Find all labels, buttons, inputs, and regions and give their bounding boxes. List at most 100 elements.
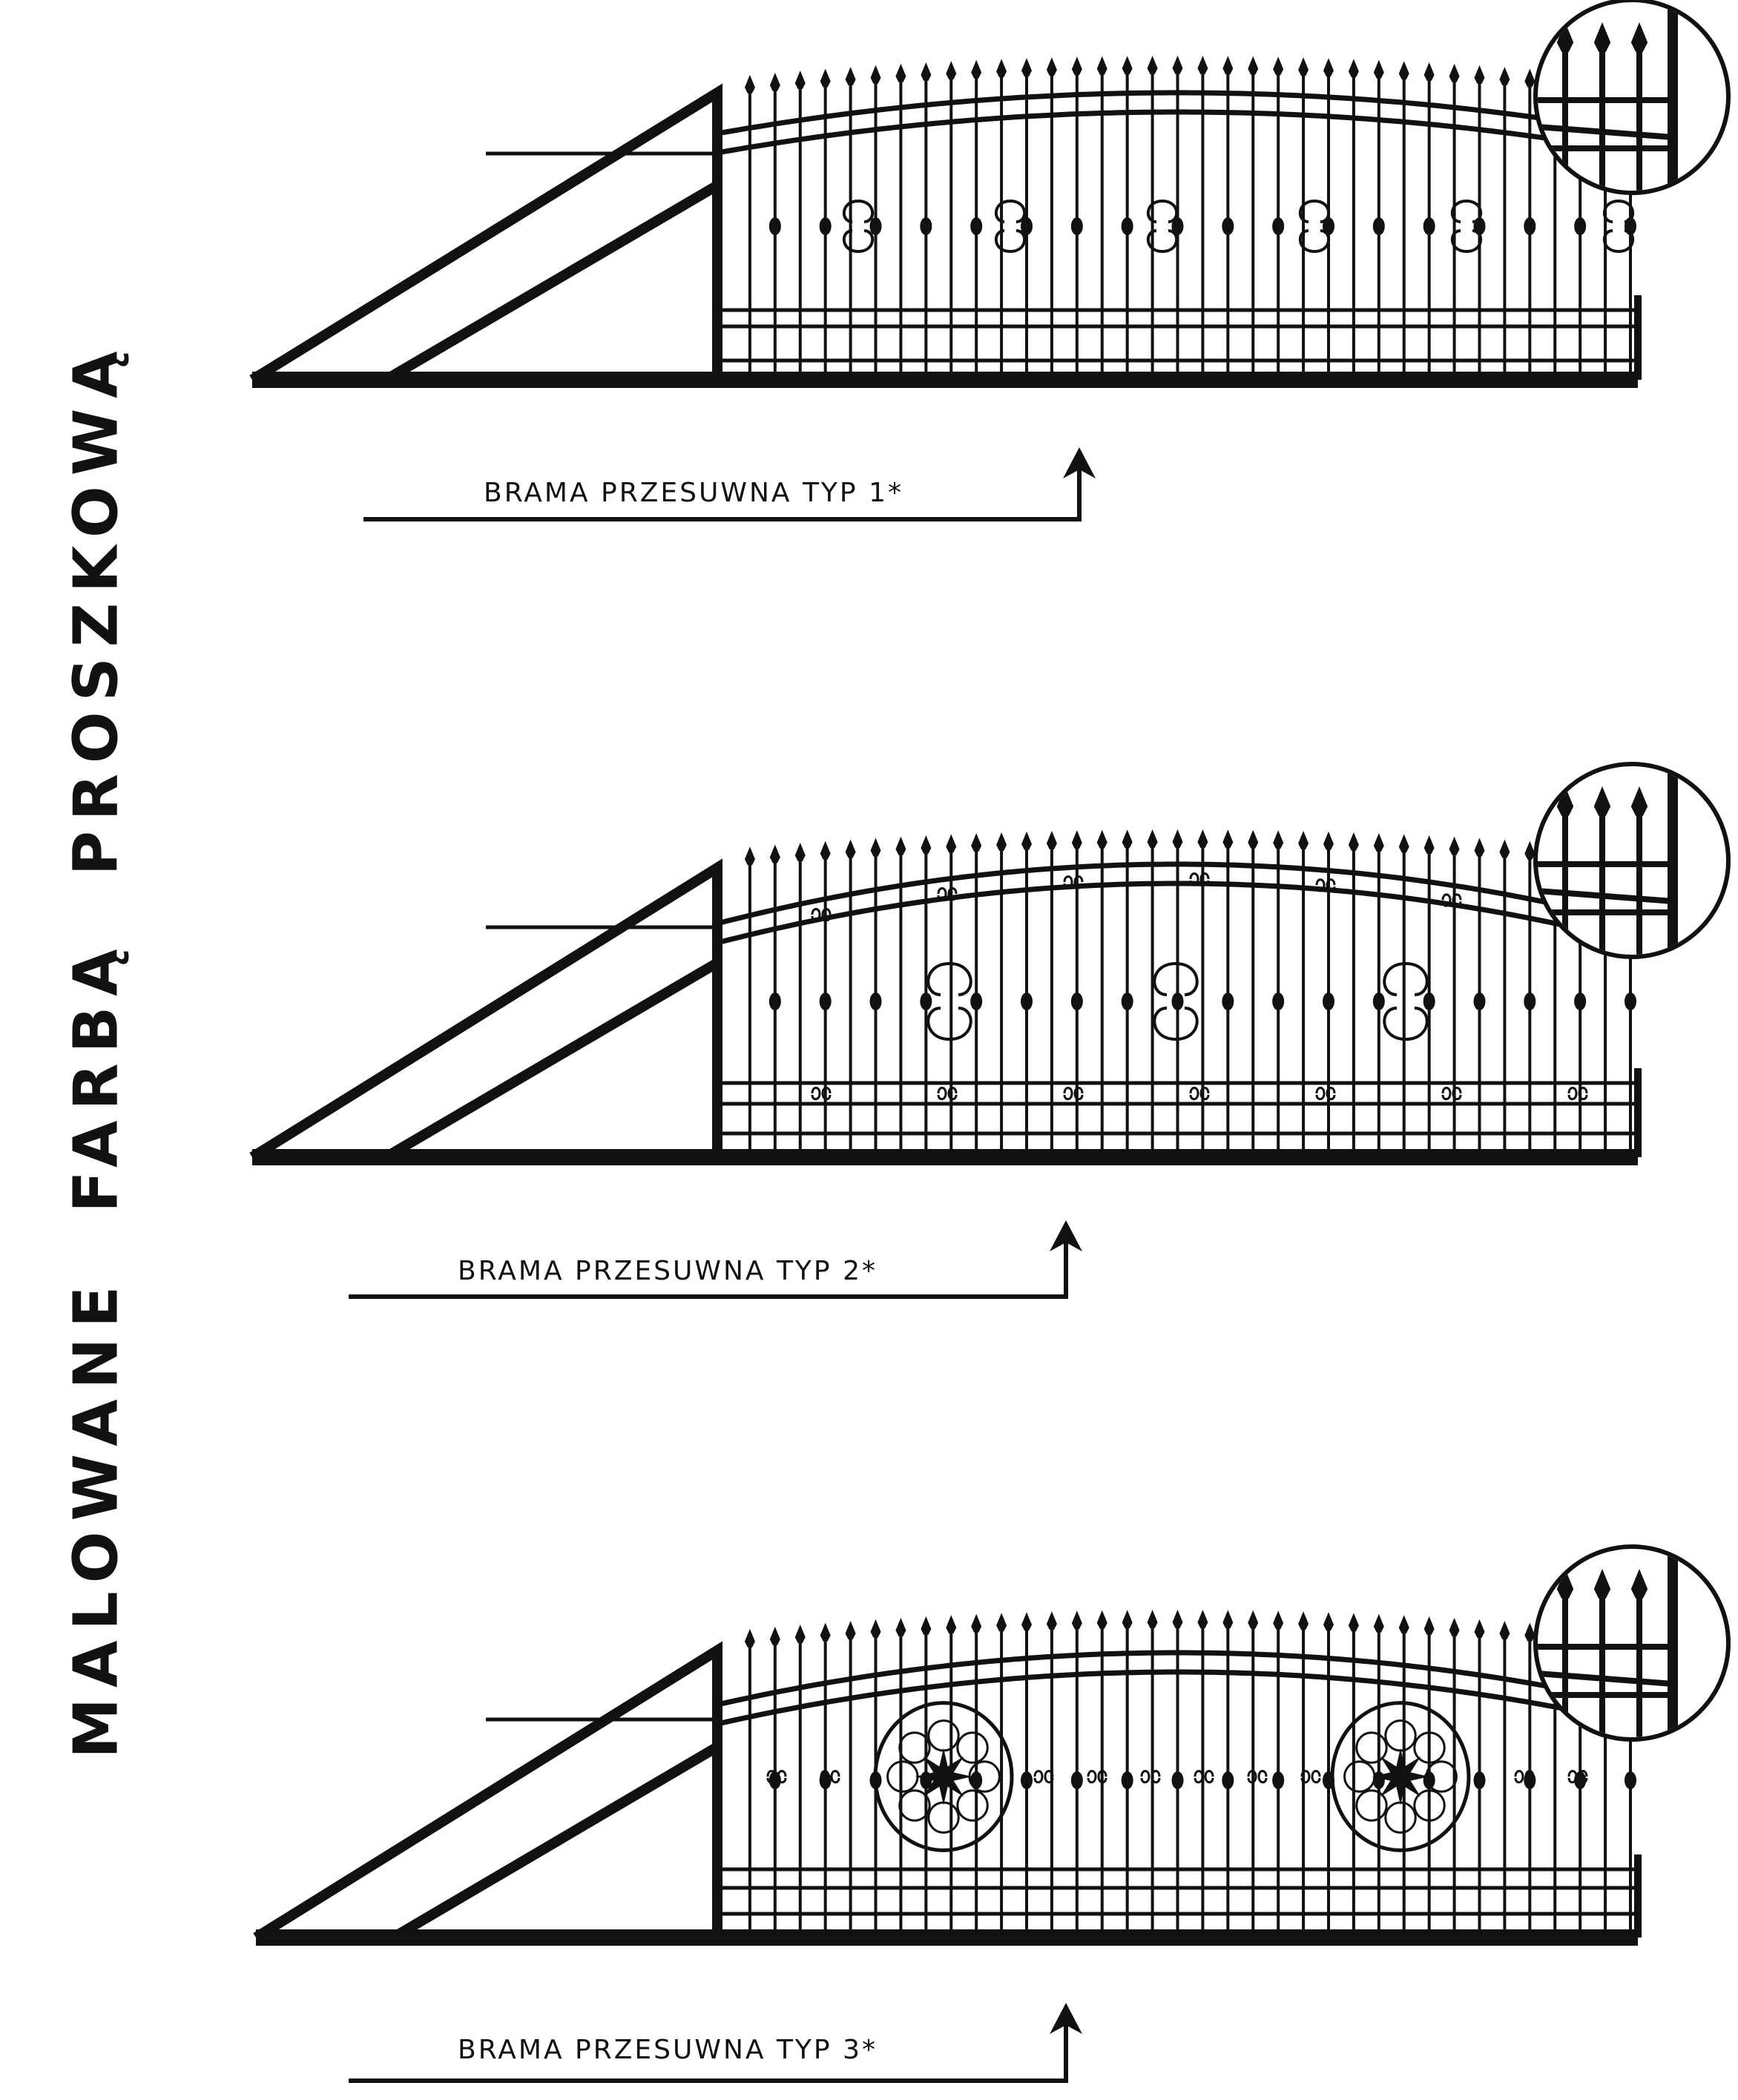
twist-knot (1121, 993, 1133, 1010)
scroll-ornament (994, 200, 1027, 253)
twist-knot (1272, 993, 1285, 1010)
rosette-ring (873, 1701, 1014, 1852)
spear-tip (1222, 56, 1234, 75)
spear-tip (1046, 57, 1057, 76)
rosette-curl (1413, 1731, 1446, 1764)
spear-tip (895, 1617, 906, 1636)
mini-scroll (820, 1770, 840, 1784)
detail-magnifier (1533, 1544, 1731, 1742)
spear-tip (1556, 786, 1574, 816)
spear-tip (1423, 835, 1435, 855)
spear-tip (870, 65, 881, 84)
spear-tip (1071, 830, 1082, 849)
spear-tip (1248, 829, 1259, 849)
spear-tip (1474, 837, 1485, 857)
spear-tip (1248, 1610, 1259, 1629)
mini-scroll (1300, 1770, 1321, 1784)
spear-tip (845, 839, 856, 858)
scroll-ornament (1602, 200, 1635, 253)
twist-knot (768, 217, 781, 235)
spear-tip (1449, 63, 1460, 82)
mini-scroll (811, 1087, 832, 1101)
mini-scroll (1315, 878, 1336, 892)
spear-tip (1273, 1610, 1284, 1630)
counterweight-frame (249, 83, 722, 384)
spear-tip (1524, 1622, 1535, 1642)
twist-knot (1171, 217, 1184, 235)
spear-tip (1524, 68, 1535, 88)
rosette-curl (898, 1731, 931, 1764)
spear-tip (1298, 57, 1309, 76)
twist-knot (920, 993, 932, 1010)
spear-tip (1449, 1617, 1460, 1636)
mini-scroll (1567, 1770, 1588, 1784)
spear-tip (946, 1615, 957, 1634)
spear-tip (794, 70, 806, 90)
magnifier-ring (1533, 1544, 1731, 1742)
spear-tip (1122, 829, 1133, 849)
twist-knot (869, 993, 882, 1010)
scroll-ornament (1450, 200, 1483, 253)
spear-tip (1021, 1612, 1032, 1631)
rosette-curl (1384, 1801, 1417, 1834)
spear-tip (1222, 829, 1234, 849)
twist-knot (1423, 993, 1435, 1010)
spear-tip (971, 1613, 982, 1633)
spear-tip (1147, 1610, 1158, 1629)
twist-knot (1171, 1771, 1184, 1789)
spear-tip (1096, 56, 1107, 75)
spear-tip (1071, 56, 1082, 76)
spear-tip (1556, 22, 1574, 52)
spear-tip (1273, 56, 1284, 76)
twist-knot (970, 993, 983, 1010)
twist-knot (920, 217, 932, 235)
twist-knot (1423, 217, 1435, 235)
counterweight-brace (383, 958, 720, 1162)
twist-knot (768, 993, 781, 1010)
rosette-curl (886, 1760, 919, 1793)
gate-label-3: BRAMA PRZESUWNA TYP 3* (458, 2035, 878, 2065)
spear-tip (1373, 1613, 1384, 1633)
spear-tip (1556, 1569, 1574, 1599)
label-leader (349, 2003, 1082, 2083)
spear-tip (1197, 56, 1208, 75)
arrow-up-icon (1063, 447, 1096, 478)
gate-1 (249, 0, 1731, 521)
spear-tip (1398, 1615, 1409, 1634)
spear-tip (1021, 58, 1032, 77)
spear-tip (1021, 831, 1032, 850)
twist-knot (1272, 217, 1285, 235)
spear-tip (1630, 786, 1648, 816)
spear-tip (769, 72, 780, 91)
mini-scroll (937, 887, 958, 901)
spear-tip (1273, 830, 1284, 849)
mini-scroll (1189, 872, 1210, 886)
twist-knot (1070, 993, 1083, 1010)
spear-tip (1348, 1613, 1359, 1632)
spear-tip (1348, 832, 1359, 851)
mini-scroll (766, 1770, 787, 1784)
rosette-curl (1384, 1719, 1417, 1752)
arrow-up-icon (1050, 2003, 1082, 2034)
mini-scroll (1194, 1770, 1214, 1784)
spear-tip (1197, 829, 1208, 849)
rosette-curl (1355, 1789, 1388, 1822)
detail-magnifier (1533, 762, 1731, 959)
spear-tip (1071, 1610, 1082, 1630)
mini-scroll (1063, 875, 1084, 889)
rosette-curl (1355, 1731, 1388, 1764)
mini-scroll (1514, 1770, 1535, 1784)
spear-tip (1373, 59, 1384, 79)
gate-label-1: BRAMA PRZESUWNA TYP 1* (484, 478, 903, 508)
rosette-curl (927, 1719, 960, 1752)
spear-tip (996, 59, 1007, 78)
twist-knot (1574, 993, 1587, 1010)
spear-tip (1398, 834, 1409, 853)
spear-tip (1449, 836, 1460, 855)
spear-tip (1197, 1610, 1208, 1629)
rosette-curl (956, 1731, 989, 1764)
spear-tip (1122, 1610, 1133, 1629)
spear-tip (971, 833, 982, 852)
spear-tip (1096, 1610, 1107, 1629)
scroll-ornament (1298, 200, 1331, 253)
